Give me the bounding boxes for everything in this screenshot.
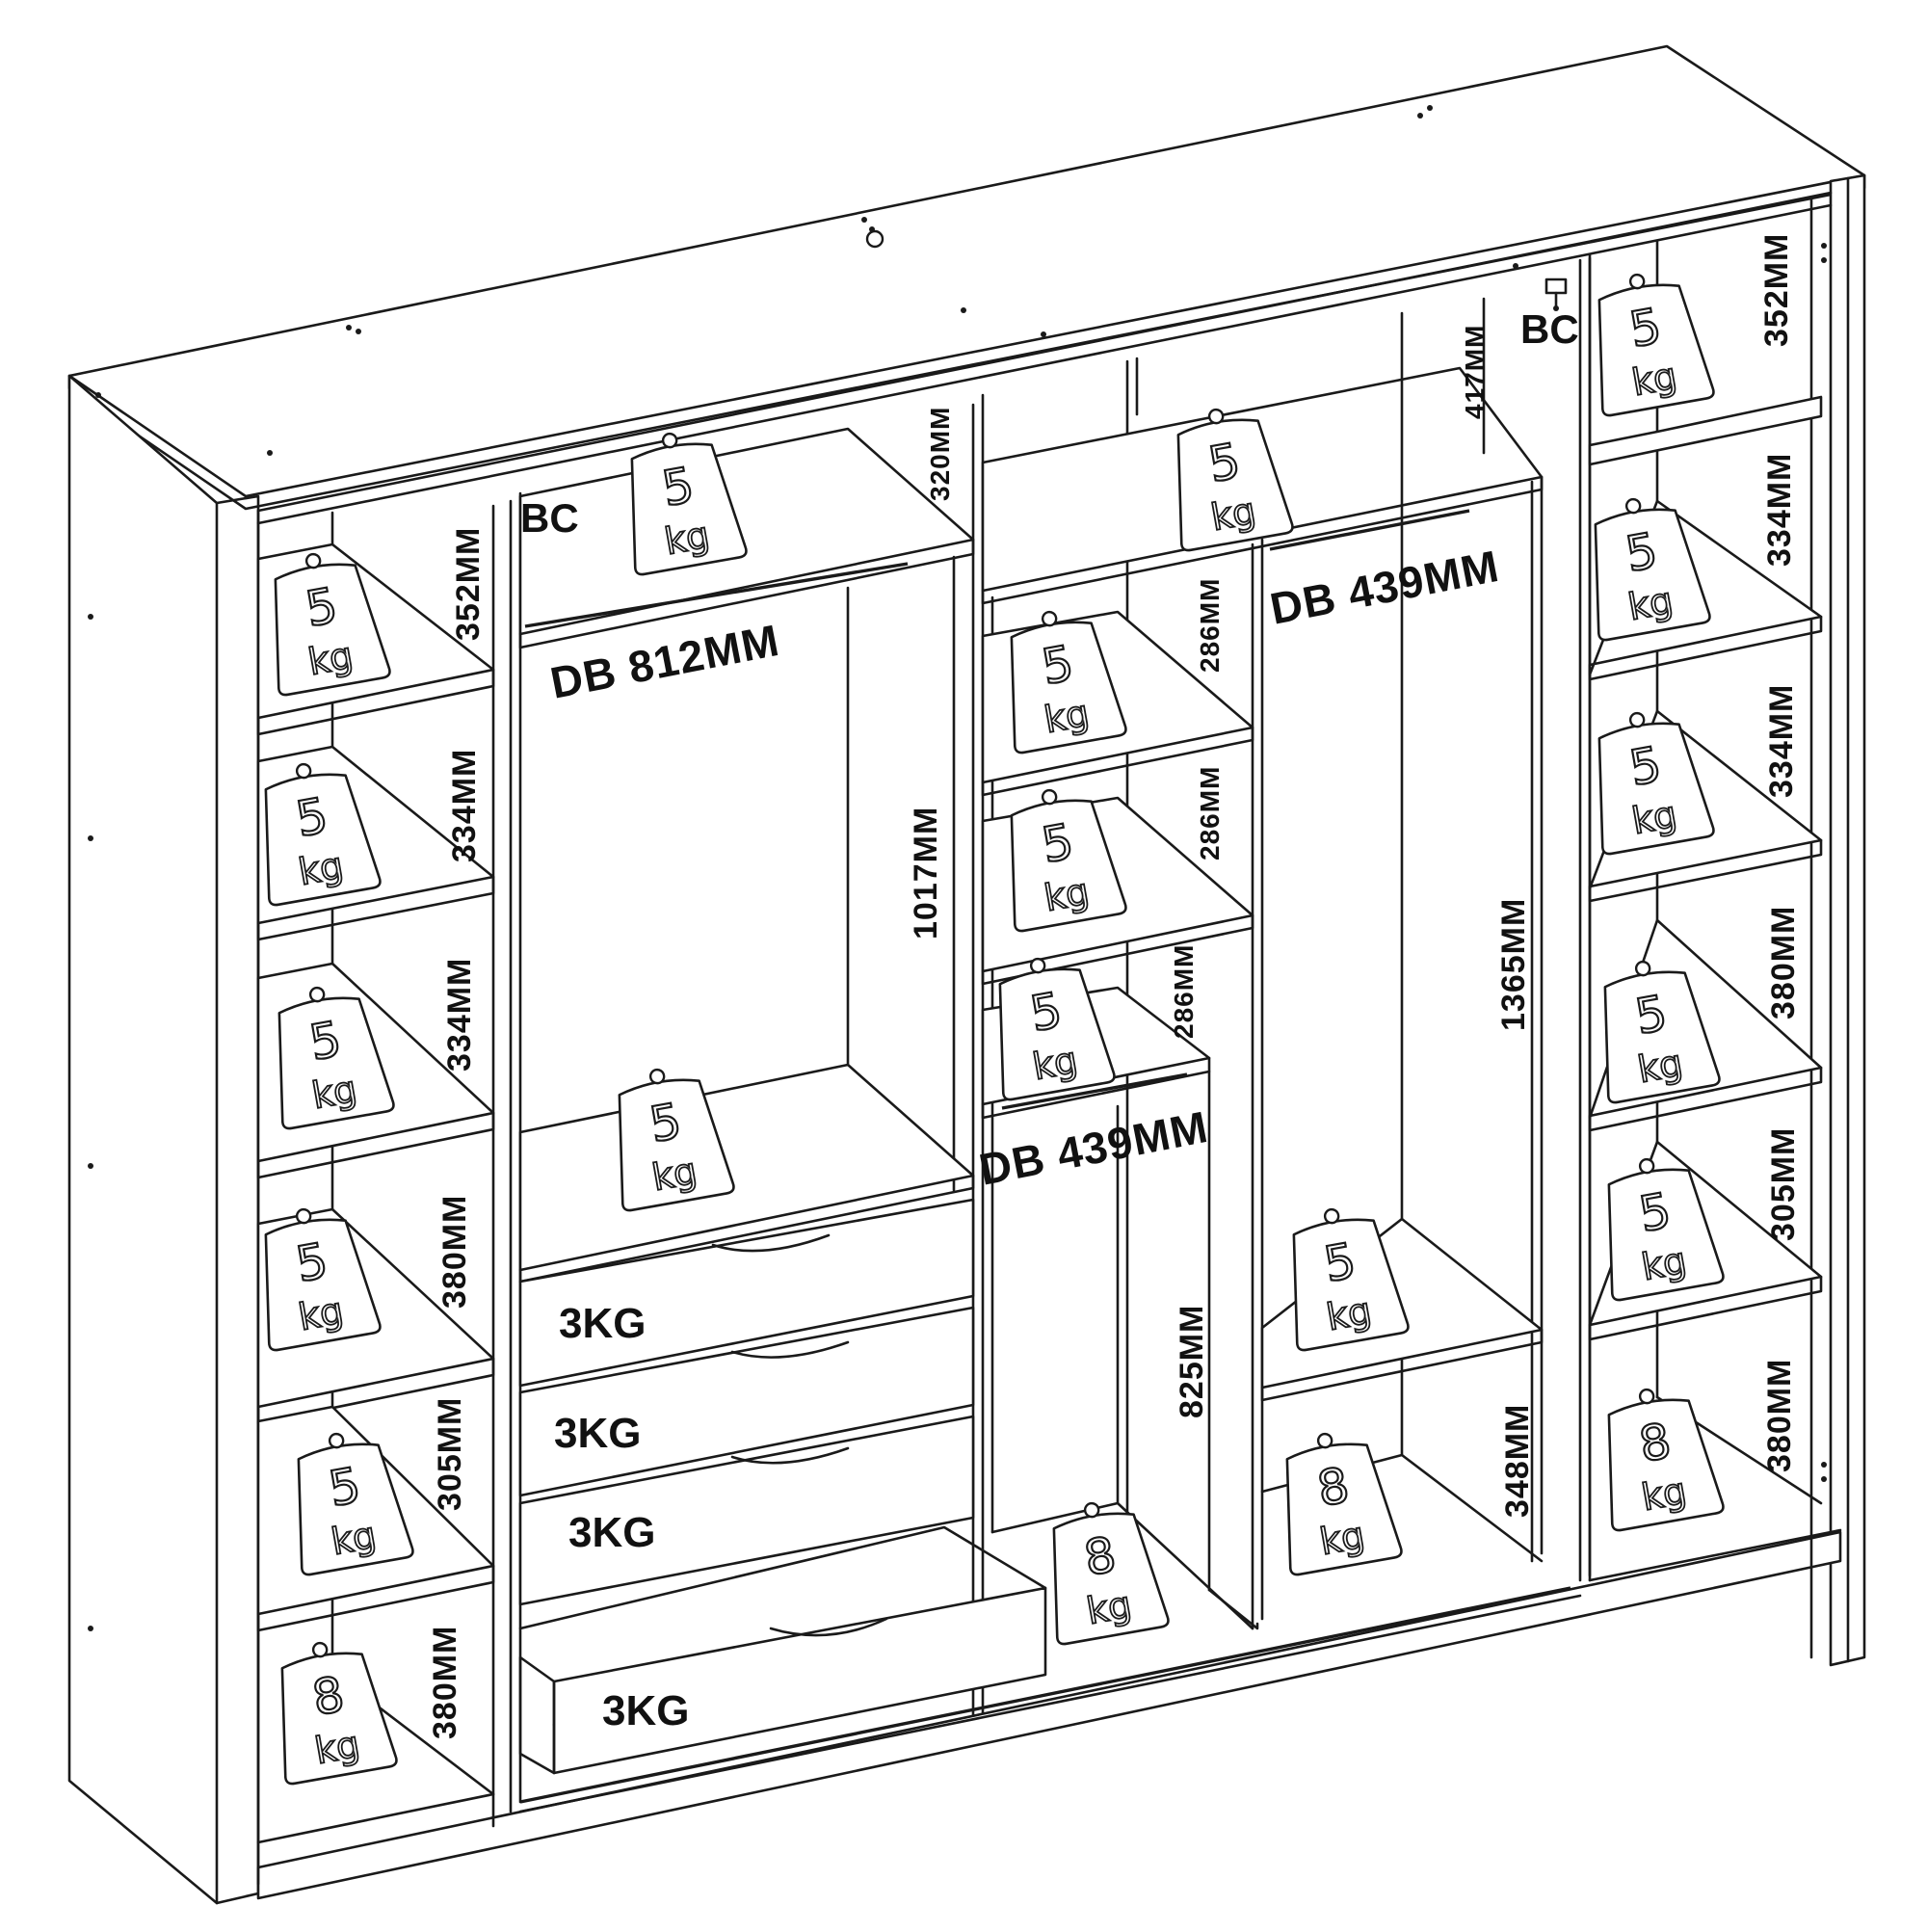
weight-5kg-icon: 5 kg <box>1579 701 1716 857</box>
dim-right-4: 380MM <box>1765 906 1802 1019</box>
drawer-1[interactable] <box>518 1198 975 1388</box>
svg-text:kg: kg <box>1316 1514 1367 1563</box>
dim-left-1: 352MM <box>450 527 487 641</box>
weight-5kg-icon: 5 kg <box>259 976 396 1131</box>
weight-5kg-icon: 5 kg <box>1589 1148 1726 1303</box>
svg-text:kg: kg <box>295 1289 346 1338</box>
weight-icons: 5 kg 5 kg 5 kg 5 kg 5 kg 8 kg <box>246 263 1726 1786</box>
weight-5kg-icon: 5 kg <box>599 1058 736 1213</box>
dim-left-5: 305MM <box>432 1397 468 1511</box>
dim-cr-bottom: 348MM <box>1499 1404 1536 1518</box>
dim-right-1: 352MM <box>1758 233 1795 347</box>
svg-text:kg: kg <box>295 844 346 893</box>
svg-text:kg: kg <box>1628 355 1679 404</box>
weight-8kg-icon: 8 kg <box>1589 1378 1726 1533</box>
svg-text:kg: kg <box>1029 1039 1080 1088</box>
svg-text:kg: kg <box>1041 870 1092 919</box>
weight-5kg-icon: 5 kg <box>991 779 1128 934</box>
weight-5kg-icon: 5 kg <box>1575 488 1712 643</box>
sliding-track <box>519 1586 1571 1804</box>
weight-5kg-icon: 5 kg <box>1579 263 1716 418</box>
svg-text:kg: kg <box>1323 1289 1374 1338</box>
svg-text:kg: kg <box>1207 490 1258 539</box>
weight-8kg-icon: 8 kg <box>1034 1492 1171 1647</box>
dim-cr-hang: 1365MM <box>1495 898 1532 1031</box>
weight-5kg-icon: 5 kg <box>278 1422 415 1577</box>
svg-text:kg: kg <box>1638 1239 1689 1288</box>
drawer-2[interactable] <box>518 1306 975 1497</box>
weight-5kg-icon: 5 kg <box>612 422 749 577</box>
db-439-label-middle: DB 439MM <box>975 1101 1212 1195</box>
weight-5kg-icon: 5 kg <box>1158 398 1295 553</box>
svg-text:kg: kg <box>1634 1042 1685 1091</box>
weight-5kg-icon: 5 kg <box>255 543 392 698</box>
dim-right-5: 305MM <box>1765 1127 1802 1241</box>
drawer-2-load: 3KG <box>554 1410 641 1457</box>
svg-text:kg: kg <box>1624 579 1676 628</box>
db-439-label-right: DB 439MM <box>1266 541 1503 634</box>
plinth <box>256 1530 1842 1900</box>
drawer-1-load: 3KG <box>559 1300 646 1347</box>
bc-label-left: BC <box>520 495 579 541</box>
dim-right-6: 380MM <box>1761 1359 1798 1472</box>
dim-cr-top: 417MM <box>1460 325 1490 419</box>
dimension-labels: 352MM 334MM 334MM 380MM 305MM 380MM 320M… <box>427 233 1802 1739</box>
weight-8kg-icon: 8 kg <box>262 1631 399 1786</box>
top-panel <box>67 44 1866 498</box>
weight-5kg-icon: 5 kg <box>991 600 1128 755</box>
svg-text:kg: kg <box>1041 692 1092 741</box>
dim-cm-3: 286MM <box>1169 944 1199 1039</box>
dim-cm-1: 286MM <box>1195 578 1225 673</box>
svg-text:kg: kg <box>304 634 356 683</box>
svg-text:kg: kg <box>308 1068 359 1117</box>
db-812-label: DB 812MM <box>546 615 783 708</box>
drawer-3-load: 3KG <box>568 1509 655 1556</box>
svg-text:kg: kg <box>328 1514 379 1563</box>
drawer-handle <box>711 1233 831 1253</box>
dim-left-3: 334MM <box>441 958 478 1072</box>
weight-5kg-icon: 5 kg <box>1585 950 1722 1105</box>
dim-cm-2: 286MM <box>1195 766 1225 860</box>
svg-text:5: 5 <box>302 577 341 638</box>
center-left-section <box>518 393 1582 1813</box>
svg-text:kg: kg <box>1083 1583 1134 1632</box>
weight-5kg-icon: 5 kg <box>980 947 1117 1102</box>
svg-text:kg: kg <box>1638 1469 1689 1519</box>
dim-left-6: 380MM <box>427 1626 463 1739</box>
drawer-4-load: 3KG <box>602 1687 689 1734</box>
weight-8kg-icon: 8 kg <box>1267 1422 1404 1577</box>
weight-5kg-icon: 5 kg <box>1274 1198 1411 1353</box>
left-side-panel <box>67 374 219 1905</box>
weight-5kg-icon: 5 kg <box>246 1198 383 1353</box>
svg-text:kg: kg <box>661 514 712 563</box>
svg-text:kg: kg <box>648 1150 700 1199</box>
svg-text:kg: kg <box>1628 793 1679 842</box>
bc-label-right: BC <box>1520 306 1579 352</box>
hanging-rail <box>524 562 909 628</box>
dim-right-2: 334MM <box>1761 453 1798 567</box>
drawer-3[interactable] <box>518 1415 975 1606</box>
dim-right-3: 334MM <box>1763 684 1800 798</box>
dim-cm-hang: 825MM <box>1174 1305 1210 1418</box>
dim-left-2: 334MM <box>446 749 483 862</box>
dim-left-4: 380MM <box>436 1195 473 1309</box>
dim-cl-hang: 1017MM <box>908 807 944 940</box>
weight-5kg-icon: 5 kg <box>246 753 383 908</box>
svg-text:kg: kg <box>311 1723 362 1772</box>
dim-cl-top: 320MM <box>925 407 955 501</box>
